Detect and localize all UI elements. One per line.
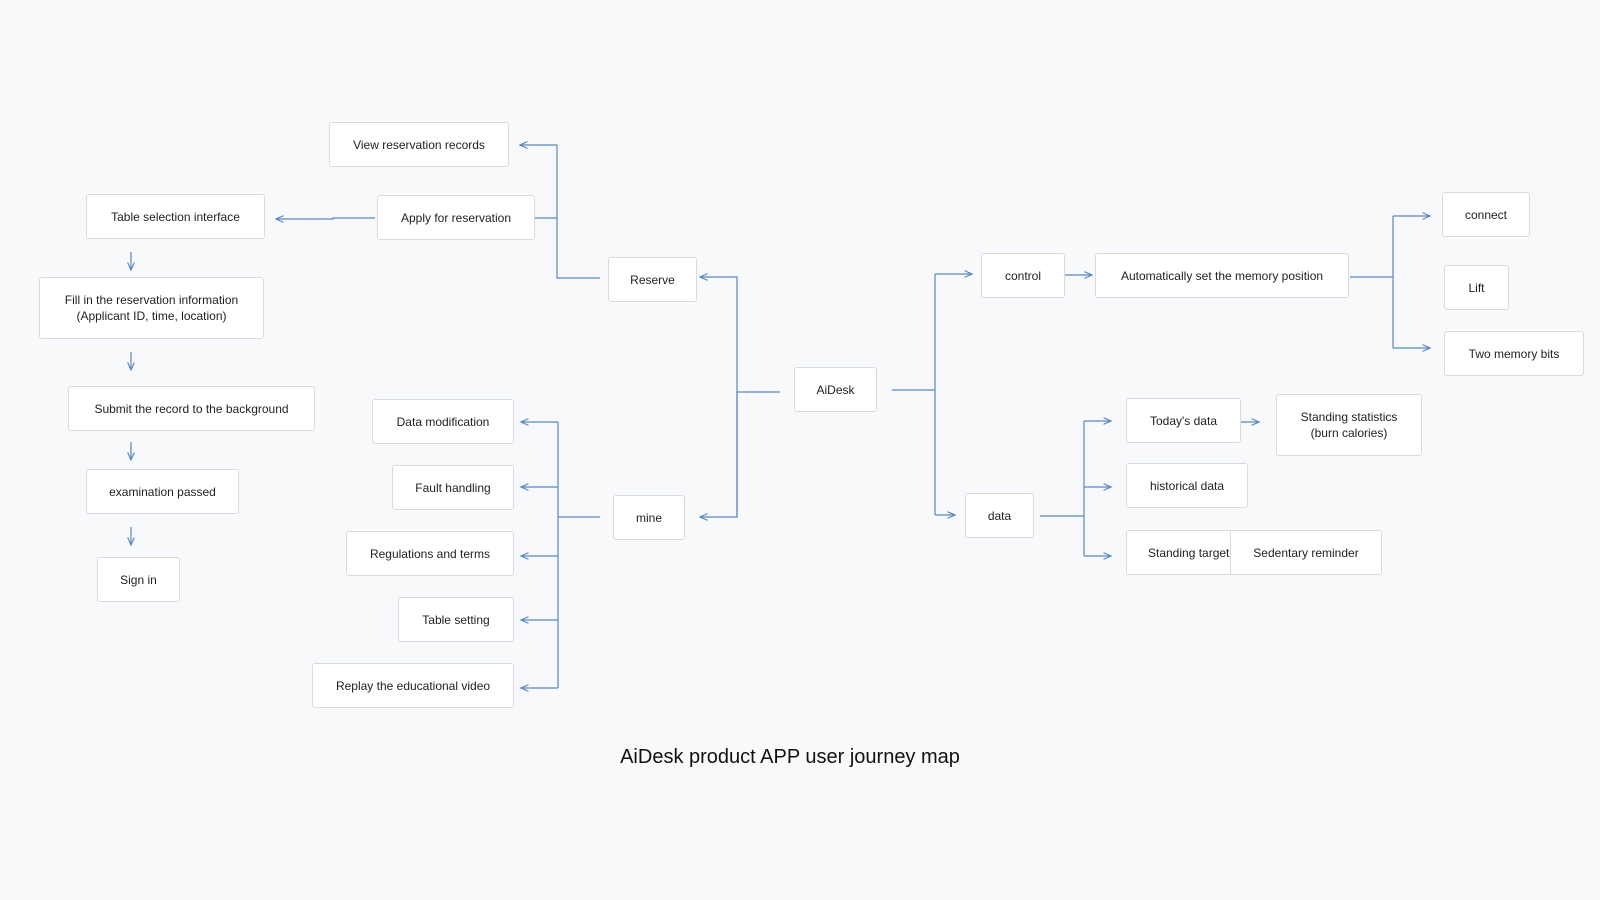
node-sign-in: Sign in: [97, 557, 180, 602]
node-view-reservation-records: View reservation records: [329, 122, 509, 167]
edge-mine-trunk: [557, 422, 600, 688]
node-todays-data: Today's data: [1126, 398, 1241, 443]
diagram-title: AiDesk product APP user journey map: [620, 746, 960, 768]
node-lift: Lift: [1444, 265, 1509, 310]
node-two-memory-bits: Two memory bits: [1444, 331, 1584, 376]
node-standing-target: Standing target: [1126, 530, 1241, 575]
node-connect: connect: [1442, 192, 1530, 237]
edge-auto-trunk: [1350, 216, 1394, 348]
node-historical-data: historical data: [1126, 463, 1248, 508]
node-table-selection-interface: Table selection interface: [86, 194, 265, 239]
edge-reserve-trunk: [556, 145, 600, 279]
node-control: control: [981, 253, 1065, 298]
edge-data-trunk: [1040, 421, 1085, 556]
node-submit-record: Submit the record to the background: [68, 386, 315, 431]
node-mine: mine: [613, 495, 685, 540]
node-fill-reservation-info: Fill in the reservation information (App…: [39, 277, 264, 339]
node-sedentary-reminder: Sedentary reminder: [1230, 530, 1382, 575]
node-table-setting: Table setting: [398, 597, 514, 642]
node-examination-passed: examination passed: [86, 469, 239, 514]
node-data-modification: Data modification: [372, 399, 514, 444]
node-reserve: Reserve: [608, 257, 697, 302]
node-fault-handling: Fault handling: [392, 465, 514, 510]
node-data: data: [965, 493, 1034, 538]
edge-aidesk-mine: [700, 392, 738, 517]
node-apply-for-reservation: Apply for reservation: [377, 195, 535, 240]
node-auto-memory-position: Automatically set the memory position: [1095, 253, 1349, 298]
edge-aidesk-right-trunk: [892, 274, 936, 515]
edge-apply-table: [276, 218, 375, 219]
node-replay-educational-video: Replay the educational video: [312, 663, 514, 708]
edge-aidesk-reserve: [700, 277, 738, 517]
node-aidesk: AiDesk: [794, 367, 877, 412]
node-standing-statistics: Standing statistics (burn calories): [1276, 394, 1422, 456]
node-regulations-and-terms: Regulations and terms: [346, 531, 514, 576]
